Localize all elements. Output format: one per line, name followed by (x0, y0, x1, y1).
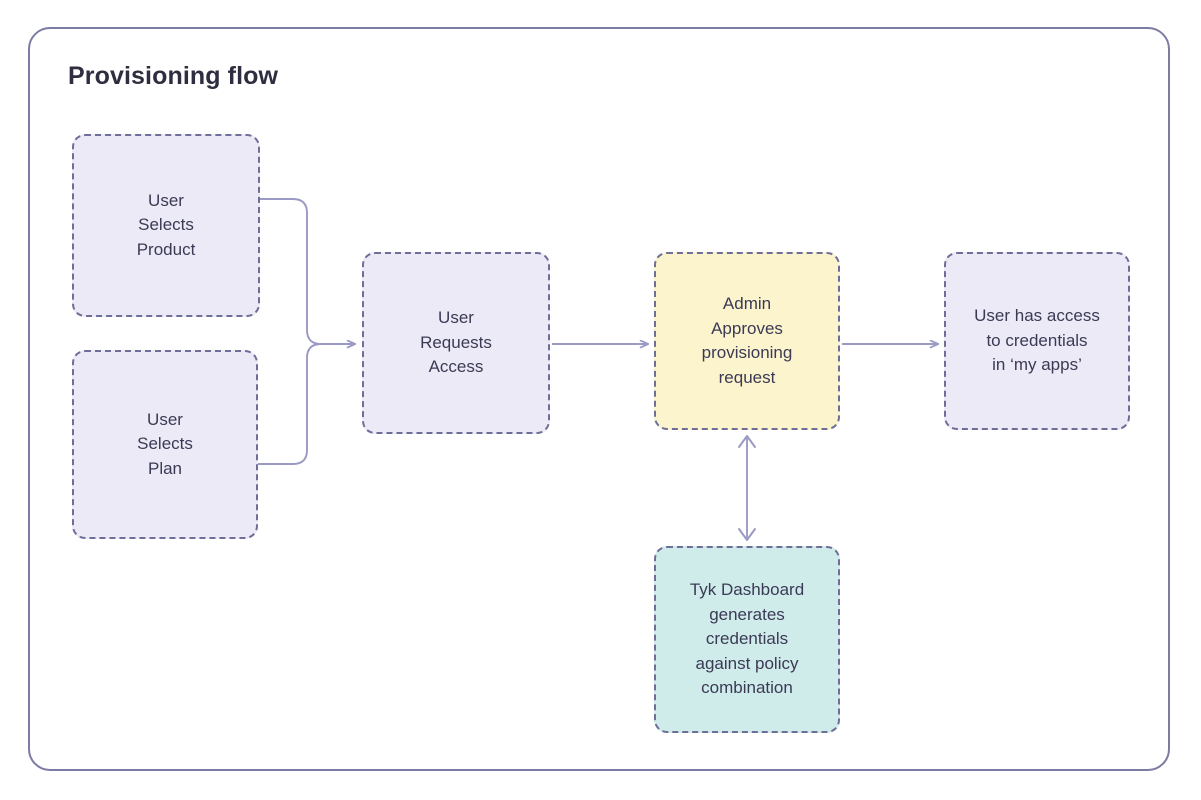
node-label: User Selects Product (136, 190, 196, 259)
flow-node-user-selects-product[interactable]: User Selects Product (72, 134, 260, 317)
page-title: Provisioning flow (68, 62, 279, 90)
flow-node-tyk-dashboard[interactable]: Tyk Dashboard generates credentials agai… (654, 546, 840, 733)
flow-node-admin-approves[interactable]: Admin Approves provisioning request (654, 252, 840, 430)
node-label: Admin Approves provisioning request (701, 294, 793, 387)
node-label: User Requests Access (420, 308, 492, 377)
flow-node-user-has-access[interactable]: User has access to credentials in ‘my ap… (944, 252, 1130, 430)
node-label: User has access to credentials in ‘my ap… (974, 306, 1100, 375)
node-label: Tyk Dashboard generates credentials agai… (689, 580, 805, 698)
flow-node-user-selects-plan[interactable]: User Selects Plan (72, 350, 258, 539)
flow-node-user-requests-access[interactable]: User Requests Access (362, 252, 550, 434)
node-label: User Selects Plan (137, 409, 193, 478)
